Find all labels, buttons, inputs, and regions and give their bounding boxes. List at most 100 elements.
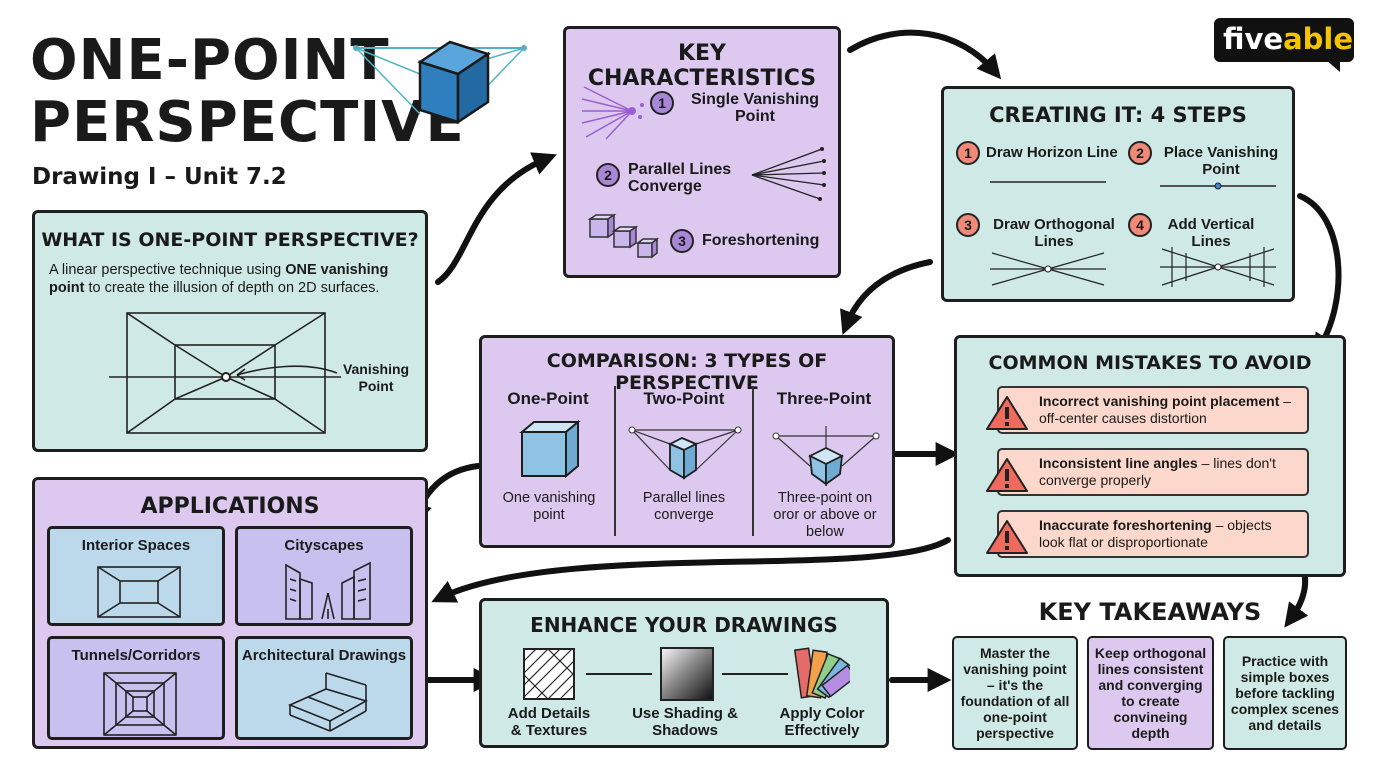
orthogonal-lines-icon	[990, 252, 1106, 286]
creating-steps-panel: CREATING IT: 4 STEPS 1 Draw Horizon Line…	[941, 86, 1295, 302]
converging-lines-icon	[751, 147, 826, 201]
logo-text: fiveable	[1223, 22, 1353, 56]
application-architectural-label: Architectural Drawings	[241, 647, 407, 664]
warning-icon	[986, 396, 1028, 430]
warning-icon	[986, 458, 1028, 492]
one-point-cube-icon	[519, 420, 581, 479]
step-1-label: Draw Horizon Line	[986, 144, 1118, 161]
logo-text-five: five	[1223, 22, 1284, 56]
mistake-2-rest: – lines don't converge properly	[1039, 455, 1276, 488]
mistake-2: Inconsistent line angles – lines don't c…	[986, 448, 1309, 496]
takeaway-3-text: Practice with simple boxes before tackli…	[1230, 653, 1340, 733]
texture-icon	[523, 648, 575, 700]
characteristic-2-number: 2	[596, 163, 620, 187]
mistake-1-bold: Incorrect vanishing point placement	[1039, 393, 1280, 409]
takeaway-2: Keep orthogonal lines consistent and con…	[1087, 636, 1214, 750]
page-subtitle: Drawing I – Unit 7.2	[32, 164, 287, 190]
application-interior: Interior Spaces	[47, 526, 225, 626]
enhance-title: ENHANCE YOUR DRAWINGS	[530, 613, 838, 637]
what-is-description: A linear perspective technique using ONE…	[49, 261, 419, 297]
comparison-divider-1	[614, 386, 616, 536]
takeaway-3: Practice with simple boxes before tackli…	[1223, 636, 1347, 750]
arrow-creating-to-comparison	[840, 259, 933, 335]
takeaways-title: KEY TAKEAWAYS	[1038, 598, 1262, 626]
arrow-key-to-creating	[847, 29, 1002, 80]
mistake-3: Inaccurate foreshortening – objects look…	[986, 510, 1309, 558]
comparison-two-point-caption: Parallel lines converge	[642, 490, 726, 523]
enhance-color-label: Apply Color Effectively	[779, 705, 865, 739]
step-3-number: 3	[956, 213, 980, 237]
comparison-one-point-heading: One-Point	[507, 389, 589, 408]
what-is-desc-2: to create the illusion of depth on 2D su…	[84, 280, 380, 296]
logo-text-able: able	[1283, 22, 1354, 56]
enhance-connector-1	[586, 673, 652, 675]
interior-room-icon	[97, 566, 181, 618]
step-4-number: 4	[1128, 213, 1152, 237]
step-2-label: Place Vanishing Point	[1163, 144, 1279, 178]
arrow-mistakes-to-applications	[431, 537, 951, 603]
mistake-2-bold: Inconsistent line angles	[1039, 455, 1198, 471]
takeaway-1: Master the vanishing point – it's the fo…	[952, 636, 1078, 750]
title-line-2: PERSPECTIVE	[30, 90, 465, 155]
enhance-panel: ENHANCE YOUR DRAWINGS Add Details & Text…	[479, 598, 889, 748]
color-swatch-icon	[794, 647, 850, 699]
three-point-cube-icon	[772, 426, 880, 486]
takeaway-1-text: Master the vanishing point – it's the fo…	[960, 645, 1070, 741]
comparison-title: COMPARISON: 3 TYPES OF PERSPECTIVE	[546, 350, 828, 394]
application-cityscapes-label: Cityscapes	[284, 537, 364, 554]
shading-gradient-icon	[660, 647, 714, 701]
application-interior-label: Interior Spaces	[81, 537, 191, 554]
logo-tail	[1326, 60, 1340, 72]
mistake-3-rest: – objects look flat or disproportionate	[1039, 517, 1272, 550]
comparison-three-point-caption: Three-point on oror or above or below	[773, 490, 877, 540]
warning-icon	[986, 520, 1028, 554]
vanishing-point-label: Vanishing Point	[342, 361, 410, 394]
what-is-panel: WHAT IS ONE-POINT PERSPECTIVE? A linear …	[32, 210, 428, 452]
horizon-line-icon	[990, 181, 1106, 183]
fiveable-logo: fiveable	[1214, 18, 1354, 72]
mistakes-panel: COMMON MISTAKES TO AVOID Incorrect vanis…	[954, 335, 1346, 577]
comparison-three-point-heading: Three-Point	[776, 389, 872, 408]
single-point-icon	[581, 86, 644, 140]
header-cube-icon	[353, 40, 527, 125]
step-1-number: 1	[956, 141, 980, 165]
applications-panel: APPLICATIONS Interior Spaces Cityscapes …	[32, 477, 428, 749]
vertical-lines-icon	[1160, 247, 1276, 287]
characteristic-3-number: 3	[670, 229, 694, 253]
characteristic-3-label: Foreshortening	[702, 232, 820, 249]
what-is-desc-bold: ONE vanishing point	[49, 262, 389, 296]
tunnel-corridor-icon	[103, 672, 177, 736]
mistake-1: Incorrect vanishing point placement – of…	[986, 386, 1309, 434]
arrow-what-to-key	[435, 152, 557, 285]
characteristic-1-number: 1	[650, 91, 674, 115]
enhance-details-label: Add Details & Textures	[507, 705, 591, 739]
title-line-1: ONE-POINT	[30, 28, 390, 93]
architectural-drawing-icon	[287, 672, 369, 732]
room-perspective-diagram	[109, 312, 341, 434]
application-cityscapes: Cityscapes	[235, 526, 413, 626]
creating-title: CREATING IT: 4 STEPS	[989, 103, 1247, 127]
mistakes-title: COMMON MISTAKES TO AVOID	[988, 352, 1312, 374]
application-tunnels-label: Tunnels/Corridors	[71, 647, 201, 664]
characteristic-2-label: Parallel Lines Converge	[628, 161, 732, 195]
application-tunnels: Tunnels/Corridors	[47, 636, 225, 740]
enhance-shading-label: Use Shading & Shadows	[632, 705, 738, 739]
page-title: ONE-POINT PERSPECTIVE	[30, 28, 465, 155]
mistake-1-rest: – off-center causes distortion	[1039, 393, 1292, 426]
cityscape-icon	[285, 561, 371, 620]
key-characteristics-panel: KEY CHARACTERISTICS 1 Single Vanishing P…	[563, 26, 841, 278]
key-characteristics-title: KEY CHARACTERISTICS	[587, 41, 817, 91]
applications-title: APPLICATIONS	[140, 494, 320, 519]
comparison-one-point-caption: One vanishing point	[502, 490, 596, 523]
comparison-two-point-heading: Two-Point	[643, 389, 725, 408]
two-point-cube-icon	[628, 426, 742, 480]
application-architectural: Architectural Drawings	[235, 636, 413, 740]
arrow-creating-to-mistakes	[1297, 193, 1342, 359]
what-is-title: WHAT IS ONE-POINT PERSPECTIVE?	[41, 229, 419, 251]
what-is-desc-1: A linear perspective technique using	[49, 262, 286, 278]
comparison-panel: COMPARISON: 3 TYPES OF PERSPECTIVE One-P…	[479, 335, 895, 548]
foreshortening-cubes-icon	[587, 213, 660, 259]
step-2-number: 2	[1128, 141, 1152, 165]
step-4-label: Add Vertical Lines	[1167, 216, 1255, 250]
enhance-connector-2	[722, 673, 788, 675]
